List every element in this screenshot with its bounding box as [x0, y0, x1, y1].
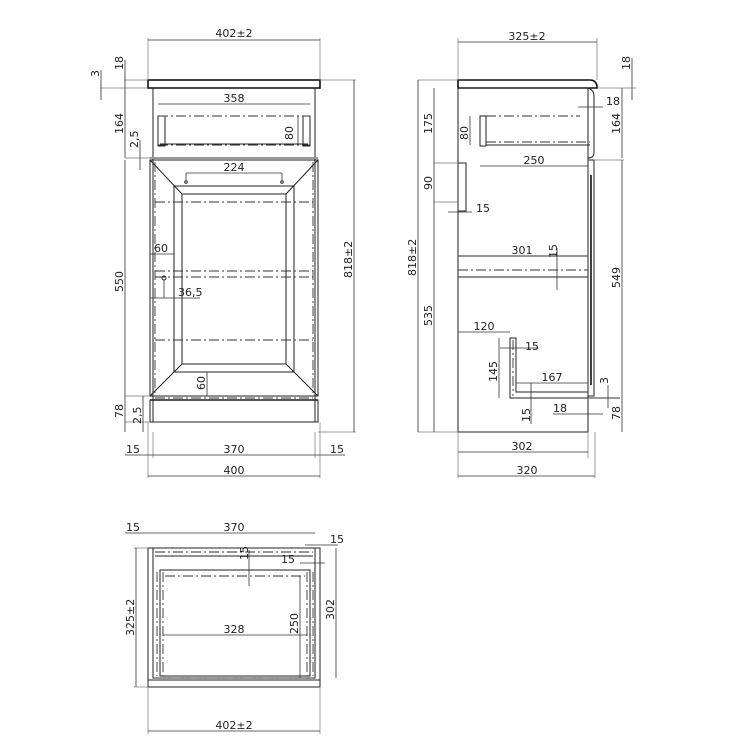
- dim-front-width: 402±2: [215, 27, 252, 40]
- dim-door-thickness-bottom: 18: [553, 402, 567, 415]
- dim-plan-inner-depth: 302: [324, 599, 337, 620]
- plan-view: 15 370 15 15 15 325±2 302 328 250 402±2: [124, 521, 344, 734]
- dim-door-thickness-top: 18: [606, 95, 620, 108]
- dim-plan-drawer-width: 328: [224, 623, 245, 636]
- dim-frame-bottom: 60: [195, 376, 208, 390]
- dim-bracket-thickness: 15: [525, 340, 539, 353]
- dim-hinge-offset: 36,5: [178, 286, 203, 299]
- dim-side-left: 15: [126, 443, 140, 456]
- dim-bracket-offset: 120: [474, 320, 495, 333]
- drawer-handle-right: [302, 115, 311, 147]
- side-worktop: [457, 79, 598, 89]
- dim-handle-spacing: 224: [224, 161, 245, 174]
- dim-gap: 3: [598, 377, 611, 384]
- dim-side-door-height: 549: [610, 267, 623, 288]
- dim-plinth-height: 78: [113, 404, 126, 418]
- dim-side-drawer: 164: [610, 113, 623, 134]
- dim-carcass-width: 400: [224, 464, 245, 477]
- door-panel-outer: [173, 185, 295, 373]
- dim-side-carcass-depth: 320: [517, 464, 538, 477]
- dim-drawer-zone: 175: [422, 113, 435, 134]
- door-panel-inner: [181, 193, 287, 365]
- dim-inner-width: 370: [224, 443, 245, 456]
- dim-plan-back: 15: [238, 546, 251, 560]
- dim-handle-height: 80: [283, 126, 296, 140]
- dim-plan-inner-width: 370: [224, 521, 245, 534]
- side-carcass: [457, 87, 589, 433]
- dim-side-height: 818±2: [406, 239, 419, 276]
- dim-top-thickness: 18: [113, 56, 126, 70]
- dim-shelf-depth: 301: [512, 244, 533, 257]
- dim-gap-top: 2,5: [128, 131, 141, 149]
- side-view: 325±2 18 18 164 175 80 250 90 15 818±2: [406, 30, 636, 478]
- rail: [457, 162, 467, 212]
- drawer-handle-left: [157, 115, 166, 147]
- plinth: [149, 399, 319, 423]
- dim-door-height: 550: [113, 271, 126, 292]
- dim-plan-depth: 325±2: [124, 599, 137, 636]
- dim-bracket-height: 145: [487, 361, 500, 382]
- dim-base-depth: 167: [542, 371, 563, 384]
- dim-base-thickness: 15: [520, 408, 533, 422]
- dim-plan-drawer-side: 15: [281, 553, 295, 566]
- dim-plan-side-right: 15: [330, 533, 344, 546]
- dim-carcass-height: 535: [422, 305, 435, 326]
- dim-plan-width: 402±2: [215, 719, 252, 732]
- drawer-box-back: [479, 115, 487, 147]
- plan-carcass: [152, 547, 316, 679]
- dim-side-plinth: 78: [610, 406, 623, 420]
- dim-front-height: 818±2: [342, 241, 355, 278]
- plan-drawer: [159, 569, 311, 677]
- dim-side-inner-depth: 302: [512, 440, 533, 453]
- dim-side-right: 15: [330, 443, 344, 456]
- dim-gap-bottom: 2,5: [131, 407, 144, 425]
- worktop: [147, 79, 321, 89]
- base-bracket: [509, 337, 589, 399]
- front-view: 402±2 358 80 224 60 36,5 60 3 18 164 2,5: [89, 27, 356, 478]
- door: [149, 159, 319, 397]
- side-drawer-front: [587, 87, 595, 159]
- dim-drawer-box-d: 250: [524, 154, 545, 167]
- dim-side-depth: 325±2: [508, 30, 545, 43]
- dim-rail-thickness: 15: [476, 202, 490, 215]
- dim-top-offset: 3: [89, 70, 102, 77]
- dim-plan-side-left: 15: [126, 521, 140, 534]
- dim-handle-width: 358: [224, 92, 245, 105]
- dim-rail-height: 90: [422, 176, 435, 190]
- side-door: [587, 159, 595, 397]
- dim-drawer-height: 164: [113, 113, 126, 134]
- dim-frame-side: 60: [154, 242, 168, 255]
- dim-plan-drawer-depth: 250: [288, 613, 301, 634]
- dim-drawer-box-h: 80: [458, 126, 471, 140]
- dim-side-top: 18: [620, 56, 633, 70]
- dim-shelf-thickness: 15: [547, 244, 560, 258]
